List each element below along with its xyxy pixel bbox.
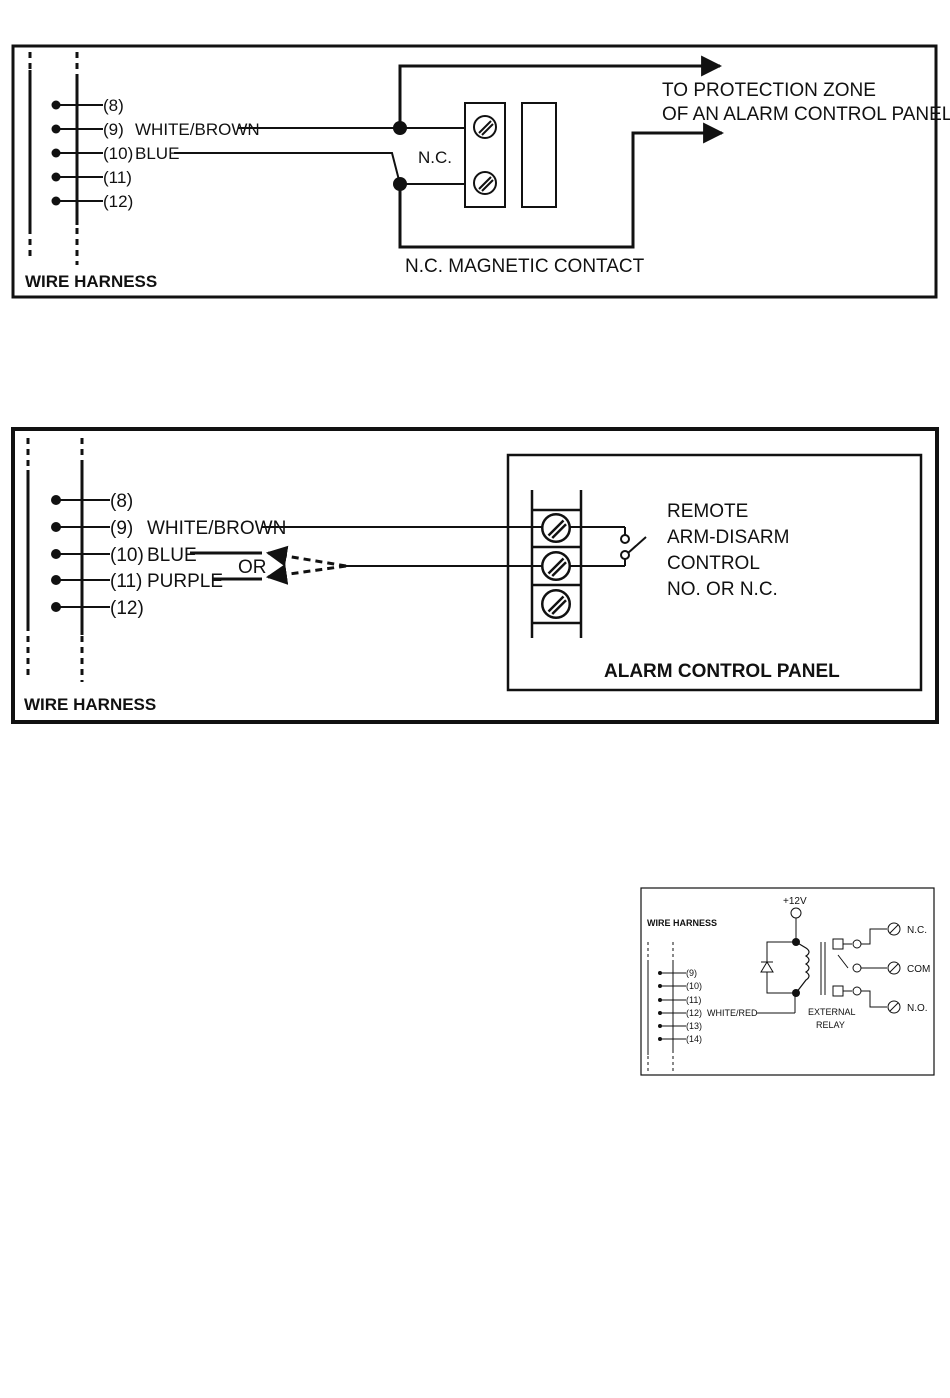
wire-label-blue: BLUE bbox=[147, 545, 197, 566]
terminal-label-com: COM bbox=[907, 964, 930, 975]
or-label: OR bbox=[238, 557, 267, 578]
pin-label: (10) bbox=[110, 545, 144, 566]
pin-label: (12) bbox=[686, 1008, 702, 1018]
pin-label: (11) bbox=[686, 995, 701, 1005]
pin-label: (10) bbox=[103, 144, 133, 163]
terminal-com bbox=[887, 961, 901, 975]
pin-label: (14) bbox=[686, 1034, 702, 1044]
wire-harness-1 bbox=[28, 52, 79, 265]
remote-label-line-2: ARM-DISARM bbox=[667, 527, 789, 548]
diagram-3-external-relay: WIRE HARNESS (9) (10) (11) (12) (13) (14… bbox=[640, 887, 935, 1076]
harness-caption: WIRE HARNESS bbox=[647, 918, 717, 928]
remote-switch bbox=[620, 527, 647, 566]
terminal-label-nc: N.C. bbox=[907, 925, 927, 936]
terminal-nc bbox=[887, 922, 901, 936]
diode-icon bbox=[760, 961, 774, 973]
pin-label: (9) bbox=[686, 968, 697, 978]
supply-terminal bbox=[790, 907, 802, 919]
wire-harness-3 bbox=[647, 942, 674, 1072]
pin-label: (13) bbox=[686, 1021, 702, 1031]
voltage-label: +12V bbox=[783, 896, 807, 907]
remote-label-line-4: NO. OR N.C. bbox=[667, 579, 778, 600]
harness-caption: WIRE HARNESS bbox=[24, 695, 156, 714]
harness-pins-3 bbox=[658, 971, 686, 1041]
alarm-control-panel-box bbox=[506, 453, 923, 692]
wire-label-white-brown: WHITE/BROWN bbox=[135, 120, 260, 139]
diagram-2-remote-arm-disarm: (8) (9) (10) (11) (12) WHITE/BROWN BLUE … bbox=[11, 427, 939, 724]
zone-label-line-1: TO PROTECTION ZONE bbox=[662, 80, 876, 101]
wire-label-blue: BLUE bbox=[135, 144, 179, 163]
diagram-3-frame bbox=[640, 887, 935, 1076]
terminal-no bbox=[887, 1000, 901, 1014]
harness-pins-2 bbox=[51, 495, 110, 612]
magnetic-contact bbox=[464, 102, 557, 208]
nc-label: N.C. bbox=[418, 148, 452, 167]
pin-label: (11) bbox=[103, 168, 132, 187]
relay-label-line-1: EXTERNAL bbox=[808, 1007, 856, 1017]
harness-pins-1 bbox=[51, 100, 103, 206]
relay-contacts bbox=[832, 938, 862, 997]
terminal-strip bbox=[530, 490, 583, 638]
wire-label-white-red: WHITE/RED bbox=[707, 1008, 758, 1018]
pin-label: (12) bbox=[110, 598, 144, 619]
remote-label-line-3: CONTROL bbox=[667, 553, 760, 574]
pin-label: (9) bbox=[103, 120, 124, 139]
pin-label: (10) bbox=[686, 981, 702, 991]
diagram-1-frame bbox=[11, 44, 938, 299]
terminal-label-no: N.O. bbox=[907, 1003, 928, 1014]
contact-magnet bbox=[521, 102, 557, 208]
wire-label-white-brown: WHITE/BROWN bbox=[147, 518, 286, 539]
panel-caption: ALARM CONTROL PANEL bbox=[604, 661, 840, 682]
pin-label: (12) bbox=[103, 192, 133, 211]
pin-label: (8) bbox=[103, 96, 124, 115]
diagram-2-frame bbox=[11, 427, 939, 724]
diagram-1-magnetic-contact: (8) (9) (10) (11) (12) WHITE/BROWN BLUE … bbox=[11, 44, 950, 299]
remote-label-line-1: REMOTE bbox=[667, 501, 748, 522]
relay-label-line-2: RELAY bbox=[816, 1020, 845, 1030]
pin-label: (9) bbox=[110, 518, 133, 539]
harness-caption: WIRE HARNESS bbox=[25, 272, 157, 291]
pin-label: (11) bbox=[110, 571, 142, 592]
wire-label-purple: PURPLE bbox=[147, 571, 223, 592]
pin-label: (8) bbox=[110, 491, 133, 512]
relay-coil bbox=[766, 938, 826, 997]
zone-label-line-2: OF AN ALARM CONTROL PANEL bbox=[662, 104, 950, 125]
contact-caption: N.C. MAGNETIC CONTACT bbox=[405, 256, 645, 277]
wire-harness-2 bbox=[26, 438, 84, 682]
